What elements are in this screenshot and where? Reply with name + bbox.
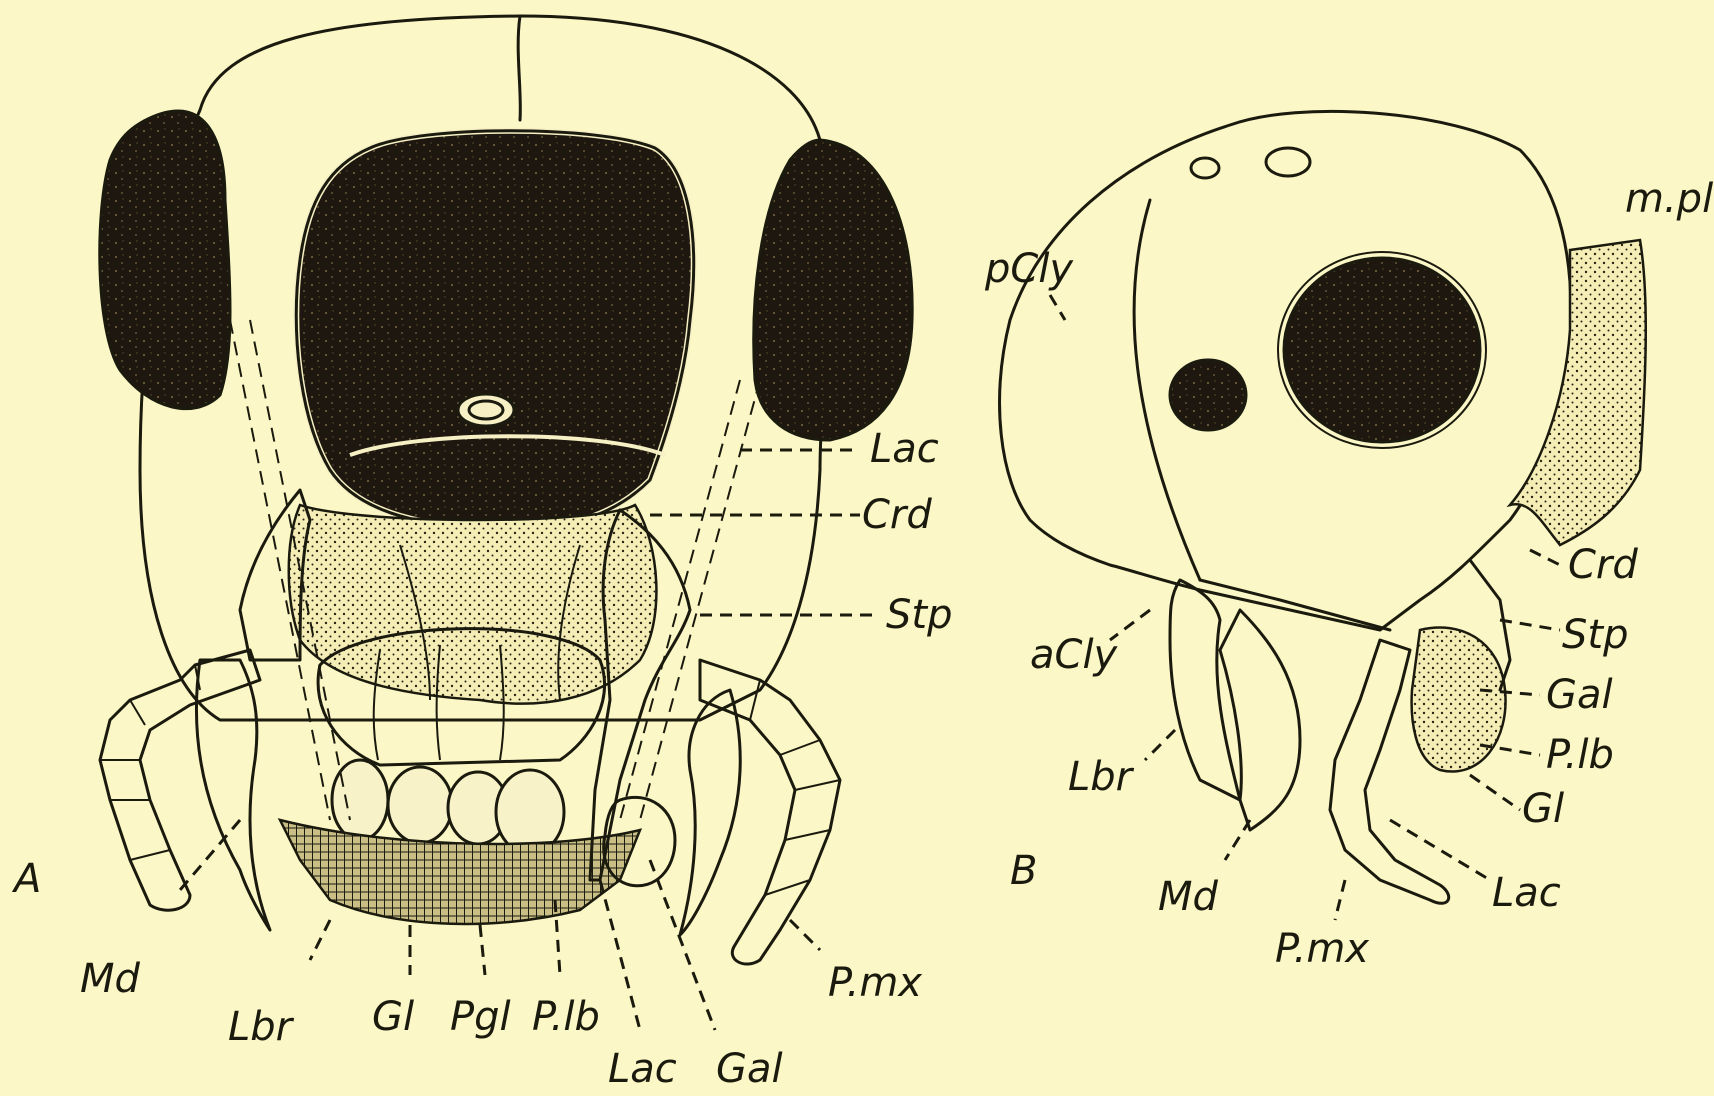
left-mandible: [196, 660, 270, 930]
label-crd-a: Crd: [862, 492, 932, 538]
glossa-left: [388, 767, 452, 843]
label-md-b: Md: [1158, 874, 1219, 920]
panel-a-letter: A: [11, 856, 41, 902]
right-compound-eye: [754, 140, 912, 440]
frons-plate: [296, 131, 693, 528]
left-palp-segments: [100, 665, 200, 860]
leader-gal-a: [650, 860, 715, 1030]
leader-lbr-b: [1145, 730, 1175, 760]
right-mandible: [680, 690, 740, 935]
antennal-socket: [1170, 360, 1246, 430]
leader-pgl-a: [480, 925, 485, 975]
label-gal-b: Gal: [1546, 672, 1613, 718]
panel-b-letter: B: [1010, 848, 1037, 894]
label-plb-a: P.lb: [532, 994, 600, 1040]
label-gl-a: Gl: [372, 994, 414, 1040]
label-gal-a: Gal: [716, 1046, 783, 1092]
label-pmx-a: P.mx: [828, 960, 922, 1006]
leader-lac-b: [1390, 820, 1490, 880]
lateral-ocellus-2: [1266, 148, 1310, 176]
label-mpl: m.pl: [1625, 176, 1713, 222]
label-pmx-b: P.mx: [1275, 926, 1369, 972]
leader-lbr-a: [310, 920, 330, 960]
label-lac-bottom: Lac: [608, 1046, 677, 1092]
label-stp-b: Stp: [1562, 612, 1628, 658]
paraglossa-left: [332, 760, 388, 840]
panel-a-drawing: Lac Crd Stp Md Lbr Gl Pgl P.lb Lac Gal P…: [11, 16, 952, 1092]
leader-lac-bottom: [600, 880, 640, 1030]
label-lbr-b: Lbr: [1068, 754, 1135, 800]
label-lbr-a: Lbr: [228, 1004, 295, 1050]
label-stp-a: Stp: [886, 592, 952, 638]
leader-gl-b: [1470, 775, 1520, 810]
label-pcly: pCly: [984, 246, 1074, 292]
leader-pmx-a: [790, 920, 820, 950]
label-crd-b: Crd: [1568, 542, 1638, 588]
panel-b-drawing: m.pl pCly aCly Lbr Md P.mx Crd Stp Gal P…: [984, 111, 1713, 972]
leader-crd-b: [1530, 550, 1560, 565]
leader-pmx-b: [1335, 880, 1345, 920]
leader-pcly: [1050, 295, 1065, 320]
label-pgl-a: Pgl: [450, 994, 511, 1040]
label-lac-b: Lac: [1492, 870, 1561, 916]
epicranial-suture: [518, 16, 520, 120]
label-lac-top: Lac: [870, 426, 939, 472]
left-maxillary-palp: [100, 650, 260, 910]
clypeal-suture-b: [1200, 580, 1390, 630]
lateral-compound-eye: [1284, 258, 1480, 442]
label-plb-b: P.lb: [1546, 732, 1614, 778]
right-maxillary-palp: [700, 660, 840, 964]
left-compound-eye: [100, 111, 230, 409]
occipital-plate: [1510, 240, 1646, 545]
leader-stp-b: [1500, 620, 1560, 630]
label-md-a: Md: [80, 956, 141, 1002]
median-ocellus: [458, 394, 514, 426]
lateral-ocellus-1: [1191, 158, 1219, 178]
galea-cluster-b: [1412, 628, 1506, 772]
label-acly: aCly: [1030, 632, 1119, 678]
clypeus-region: [289, 505, 657, 704]
leader-md-b: [1225, 820, 1250, 860]
label-gl-b: Gl: [1522, 786, 1564, 832]
